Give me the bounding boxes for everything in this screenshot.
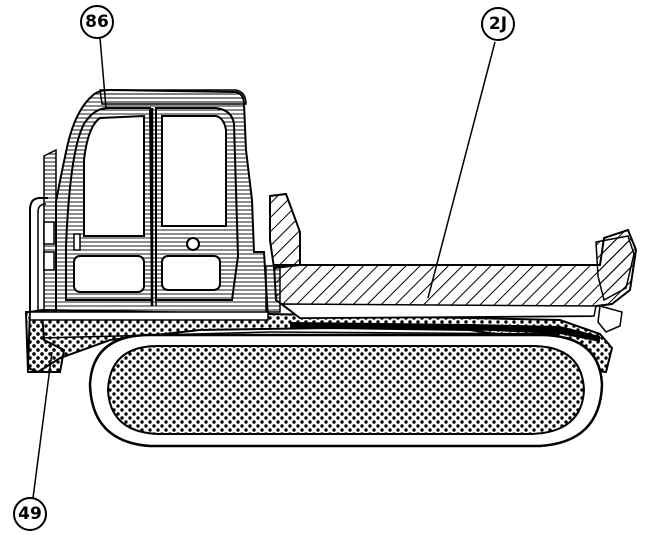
dump-body [265,192,638,342]
callout-label-undercarriage: 49 [18,504,42,524]
left-window-frame [65,107,154,301]
cab [29,88,270,321]
right-lower-glass [161,255,221,291]
rear-hinge [597,305,623,333]
callout-undercarriage: 49 [13,351,53,531]
cab-base [29,311,269,321]
door-handle [186,237,200,251]
tailgate [595,235,635,302]
lamp-2 [43,251,55,271]
crawler-track-inner [106,345,586,435]
door-latch [73,233,81,251]
left-lower-glass [73,255,145,293]
leader-line-dump-body [427,41,496,299]
front-guard [269,192,301,270]
front-handrail [29,197,48,314]
left-upper-glass [83,114,145,237]
callout-circle-cab [80,5,114,39]
callout-circle-dump-body [481,7,515,41]
undercarriage [24,308,614,448]
leader-line-undercarriage [32,351,53,499]
bed-base-rail [279,303,597,319]
lamp [43,221,55,245]
callout-label-dump-body: 2J [489,14,507,34]
callout-cab: 86 [80,5,114,109]
leader-line-cab [99,37,107,109]
right-window-frame [155,107,240,301]
callout-dump-body: 2J [427,7,515,299]
callout-label-cab: 86 [85,12,109,32]
right-upper-glass [161,115,227,227]
cab-roof [99,89,247,105]
callout-circle-undercarriage [13,497,47,531]
bed-rail [290,322,600,342]
